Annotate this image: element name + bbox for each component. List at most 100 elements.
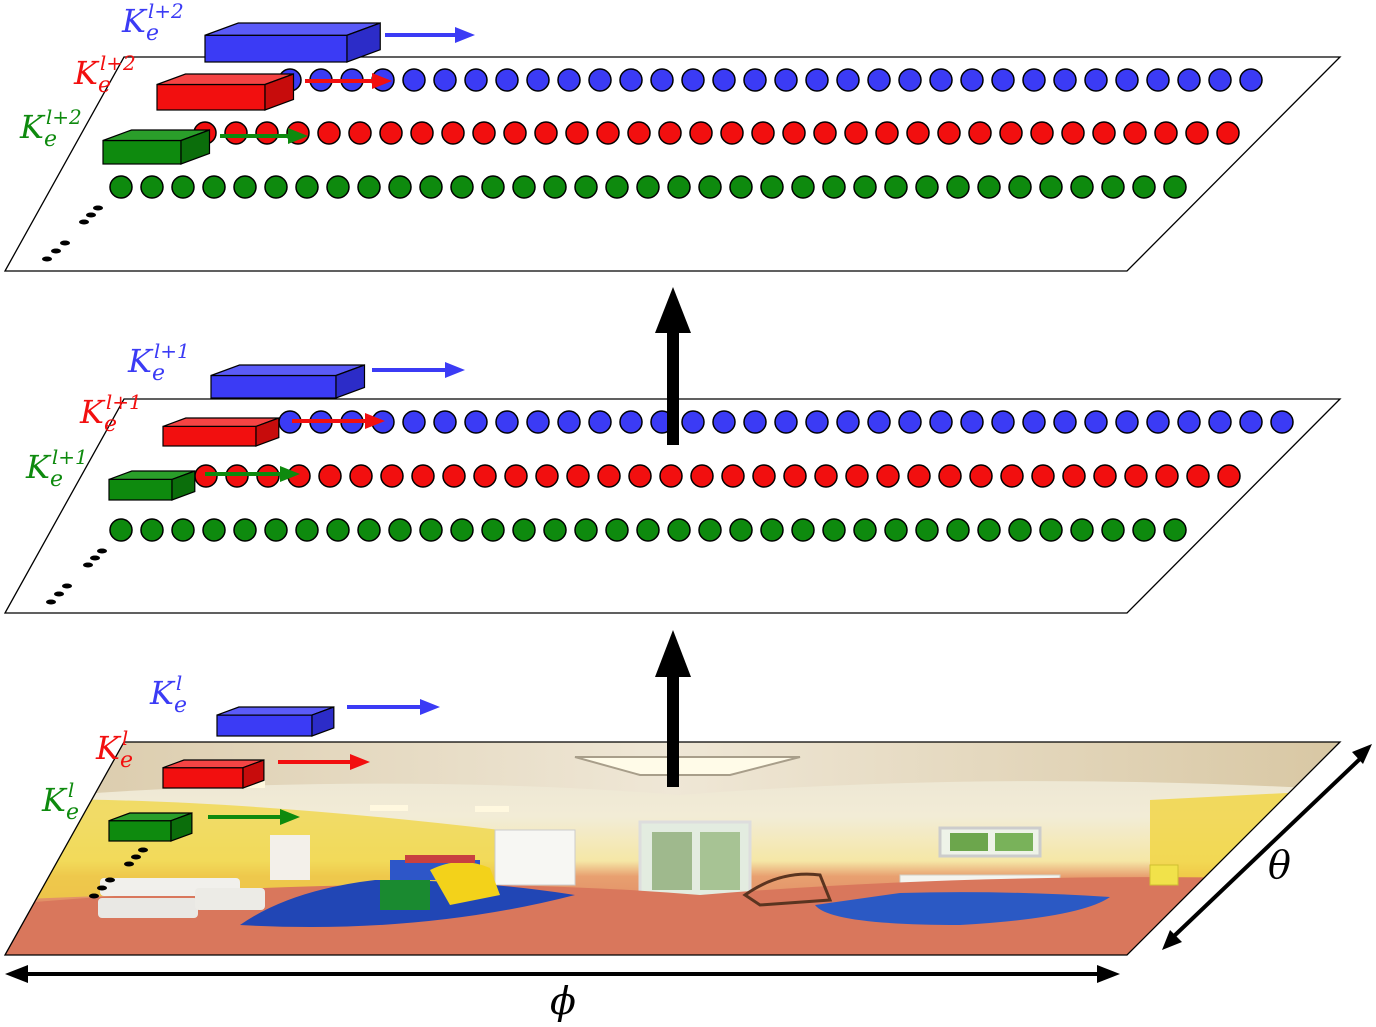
kernel-label-sub: e xyxy=(50,467,63,492)
neuron-red xyxy=(473,464,497,488)
neuron-green xyxy=(202,518,226,542)
neuron-blue xyxy=(588,68,612,92)
neuron-red xyxy=(317,121,341,145)
neuron-blue xyxy=(712,68,736,92)
kernel-red-side xyxy=(255,417,280,447)
neuron-green xyxy=(1163,175,1187,199)
neuron-blue xyxy=(743,410,767,434)
neuron-red xyxy=(1093,464,1117,488)
kernel-label-sup: l xyxy=(68,778,74,802)
kernel-blue-arrowhead xyxy=(455,27,475,43)
neuron-red xyxy=(1154,121,1178,145)
neuron-green xyxy=(791,175,815,199)
neuron-grid-top xyxy=(109,68,1263,199)
neuron-blue xyxy=(1022,68,1046,92)
layer-top xyxy=(3,56,1342,272)
neuron-red xyxy=(504,464,528,488)
neuron-green xyxy=(326,175,350,199)
neuron-blue xyxy=(681,410,705,434)
neuron-red xyxy=(659,464,683,488)
kernel-label-sup: l+1 xyxy=(52,445,88,469)
neuron-blue xyxy=(960,68,984,92)
neuron-blue xyxy=(805,410,829,434)
kernel-label-sub: e xyxy=(104,412,117,437)
neuron-green xyxy=(605,518,629,542)
neuron-green xyxy=(946,518,970,542)
neuron-red xyxy=(783,464,807,488)
neuron-green xyxy=(388,175,412,199)
neuron-red xyxy=(1216,121,1240,145)
neuron-red xyxy=(1061,121,1085,145)
neuron-green xyxy=(543,518,567,542)
neuron-red xyxy=(1124,464,1148,488)
neuron-green xyxy=(977,518,1001,542)
neuron-blue xyxy=(1115,68,1139,92)
neuron-blue xyxy=(495,410,519,434)
neuron-green xyxy=(233,518,257,542)
neuron-blue xyxy=(464,68,488,92)
neuron-green xyxy=(543,175,567,199)
neuron-green xyxy=(1132,518,1156,542)
plane-bottom xyxy=(3,741,1342,956)
kernel-red-front xyxy=(162,425,257,447)
kernel-red-arrowhead xyxy=(372,73,392,89)
neuron-green xyxy=(884,175,908,199)
neuron-blue xyxy=(960,410,984,434)
kernel-label-sup: l+1 xyxy=(106,390,142,414)
layer-arrow-lower xyxy=(655,630,691,787)
neuron-blue xyxy=(433,410,457,434)
neuron-green xyxy=(202,175,226,199)
kernel-red-front xyxy=(156,83,266,111)
kernel-label-base: K xyxy=(25,448,52,486)
neuron-blue xyxy=(1084,410,1108,434)
neuron-green xyxy=(419,175,443,199)
kernel-green-front xyxy=(108,478,173,501)
ellipsis-bottom xyxy=(89,847,148,899)
neuron-green xyxy=(791,518,815,542)
kernel-red-front xyxy=(162,767,244,789)
neuron-red xyxy=(968,121,992,145)
kernel-green-arrowhead xyxy=(280,809,300,825)
neuron-green xyxy=(853,175,877,199)
neuron-blue xyxy=(588,410,612,434)
neuron-blue xyxy=(898,410,922,434)
neuron-green xyxy=(853,518,877,542)
neuron-red xyxy=(1186,464,1210,488)
neuron-green xyxy=(1132,175,1156,199)
neuron-red xyxy=(658,121,682,145)
kernel-blue-front xyxy=(210,374,337,399)
neuron-green xyxy=(171,175,195,199)
kernel-label-sup: l xyxy=(122,726,128,750)
kernel-red-arrowhead xyxy=(365,413,385,429)
kernel-blue-side xyxy=(335,364,366,399)
kernel-label-sub: e xyxy=(174,693,187,718)
neuron-blue xyxy=(1239,410,1263,434)
neuron-blue xyxy=(991,68,1015,92)
neuron-red xyxy=(1123,121,1147,145)
kernel-label-base: K xyxy=(95,729,122,767)
kernel-label-sub: e xyxy=(120,748,133,773)
neuron-red xyxy=(597,464,621,488)
neuron-red xyxy=(255,121,279,145)
neuron-blue xyxy=(1115,410,1139,434)
kernel-label-sub: e xyxy=(152,361,165,386)
neuron-green xyxy=(729,175,753,199)
kernel-red-side xyxy=(264,73,295,111)
neuron-green xyxy=(481,175,505,199)
kernel-blue-side xyxy=(346,22,381,63)
ellipsis-top xyxy=(42,205,103,262)
neuron-blue xyxy=(867,410,891,434)
phi-label: ϕ xyxy=(550,979,576,1022)
neuron-green xyxy=(698,518,722,542)
neuron-red xyxy=(380,464,404,488)
neuron-green xyxy=(357,175,381,199)
kernel-label-sup: l+1 xyxy=(154,339,190,363)
kernel-blue-arrowhead xyxy=(445,362,465,378)
neuron-red xyxy=(628,464,652,488)
kernel-green-arrowhead xyxy=(280,466,300,482)
neuron-green xyxy=(481,518,505,542)
